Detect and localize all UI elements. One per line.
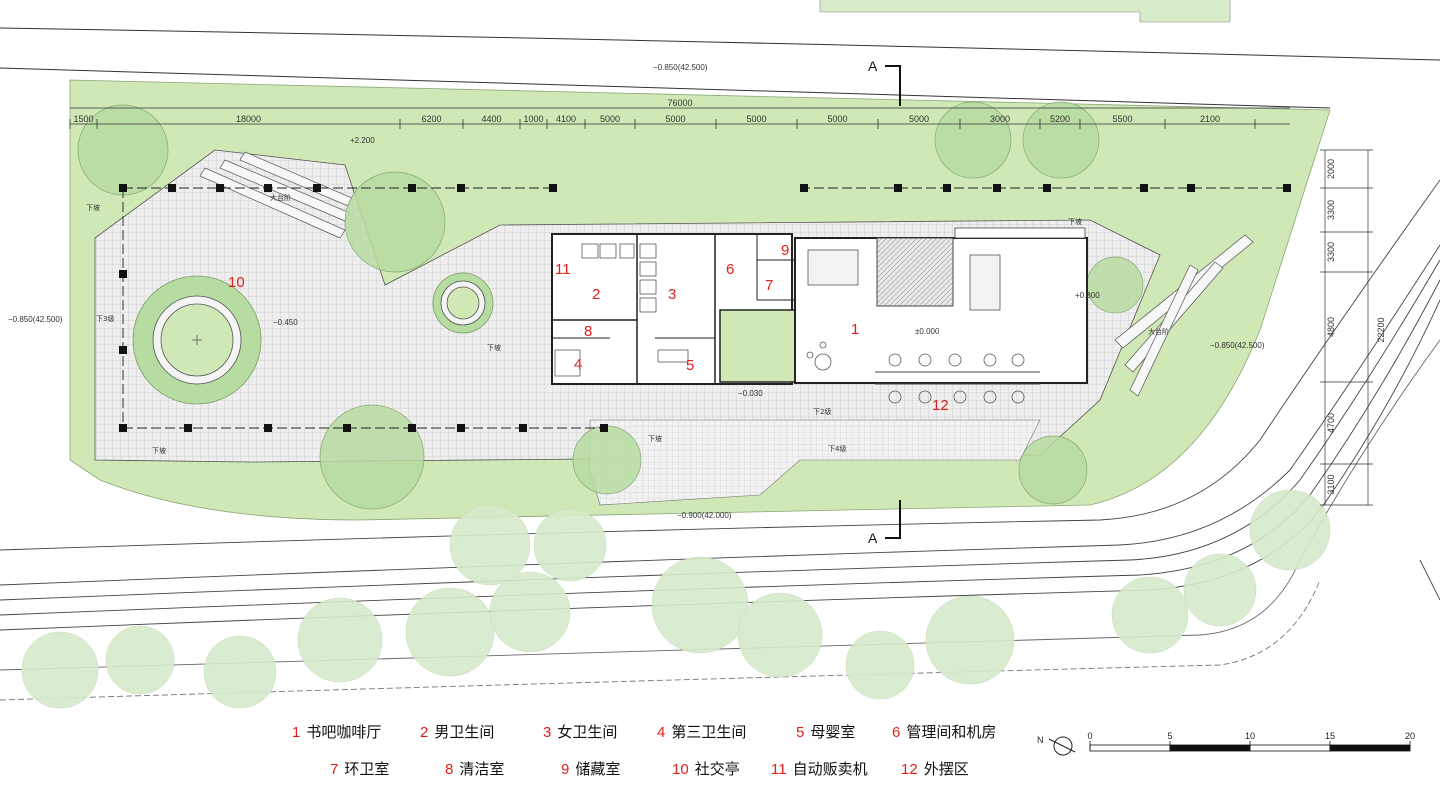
svg-text:N: N (1037, 735, 1044, 745)
dim-segment-label: 1000 (523, 114, 543, 124)
social-pavilion (132, 272, 494, 405)
svg-text:大台阶: 大台阶 (1148, 327, 1169, 336)
scale-bar: 0 5 10 15 20 (1087, 731, 1415, 752)
room-number-4: 4 (574, 356, 582, 373)
north-arrow-icon: N (1037, 735, 1076, 756)
dim-segment-label: 3000 (990, 114, 1010, 124)
dim-segment-label: 4700 (1326, 413, 1336, 433)
dim-segment-label: 18000 (236, 114, 261, 124)
room-number-12: 12 (932, 397, 949, 414)
building (551, 227, 1088, 404)
dim-segment-label: 4100 (556, 114, 576, 124)
section-mark-bottom: A (868, 500, 901, 546)
room-number-1: 1 (851, 321, 859, 338)
svg-text:下坡: 下坡 (86, 203, 100, 212)
svg-text:−0.900(42.000): −0.900(42.000) (677, 511, 732, 520)
svg-text:下坡: 下坡 (648, 434, 662, 443)
riverside-road (0, 179, 1440, 701)
room-number-10: 10 (228, 274, 245, 291)
svg-text:±0.000: ±0.000 (915, 327, 940, 336)
dim-segment-label: 5500 (1112, 114, 1132, 124)
total-width-label: 76000 (667, 98, 692, 108)
svg-text:下坡: 下坡 (487, 343, 501, 352)
dimension-line-top: 76000 1500 18000 6200 4400 1000 4100 5000 5000 5… (69, 98, 1290, 129)
north-road (0, 0, 1440, 109)
svg-text:A: A (868, 530, 878, 546)
slope-notes: 下坡 下3级 下坡 下坡 下坡 下坡 下2级 下4级 大台阶 大台阶 (86, 193, 1169, 455)
svg-text:−0.450: −0.450 (273, 318, 298, 327)
scale-tick-label: 10 (1245, 731, 1255, 741)
scale-tick-label: 0 (1087, 731, 1092, 741)
dim-segment-label: 2100 (1200, 114, 1220, 124)
dim-segment-label: 5000 (746, 114, 766, 124)
scale-tick-label: 5 (1167, 731, 1172, 741)
dim-segment-label: 5000 (827, 114, 847, 124)
dim-segment-label: 5000 (600, 114, 620, 124)
riverside-trees (21, 489, 1331, 709)
room-number-2: 2 (592, 286, 600, 303)
dimension-line-right: 22200 2000 3300 3300 4800 4700 3100 (1320, 149, 1386, 506)
room-number-6: 6 (726, 261, 734, 278)
room-number-8: 8 (584, 323, 592, 340)
scale-tick-label: 15 (1325, 731, 1335, 741)
svg-text:−0.030: −0.030 (738, 389, 763, 398)
section-mark-top: A (868, 58, 901, 106)
level-labels: −0.850(42.500) −0.850(42.500) −0.850(42.… (8, 63, 1265, 520)
dim-segment-label: 5000 (665, 114, 685, 124)
dim-segment-label: 6200 (421, 114, 441, 124)
big-steps-north (199, 151, 353, 239)
svg-text:下坡: 下坡 (1068, 217, 1082, 226)
dim-segment-label: 4800 (1326, 317, 1336, 337)
dim-segment-label: 3100 (1326, 474, 1336, 494)
room-number-11: 11 (555, 261, 571, 278)
big-steps-east (1114, 234, 1254, 397)
svg-text:下4级: 下4级 (828, 444, 846, 453)
svg-text:+2.200: +2.200 (350, 136, 375, 145)
svg-text:大台阶: 大台阶 (270, 193, 291, 202)
room-number-9: 9 (781, 242, 789, 259)
dim-segment-label: 5200 (1050, 114, 1070, 124)
svg-text:−0.850(42.500): −0.850(42.500) (653, 63, 708, 72)
dim-segment-label: 4400 (481, 114, 501, 124)
svg-text:下2级: 下2级 (813, 407, 831, 416)
svg-text:−0.850(42.500): −0.850(42.500) (1210, 341, 1265, 350)
dim-segment-label: 2000 (1326, 159, 1336, 179)
svg-text:+0.800: +0.800 (1075, 291, 1100, 300)
dim-segment-label: 3300 (1326, 242, 1336, 262)
room-number-7: 7 (765, 277, 773, 294)
svg-text:−0.850(42.500): −0.850(42.500) (8, 315, 63, 324)
dim-segment-label: 1500 (73, 114, 93, 124)
dim-segment-label: 5000 (909, 114, 929, 124)
columns (119, 184, 1291, 432)
right-total-label: 22200 (1376, 317, 1386, 342)
dim-segment-label: 3300 (1326, 200, 1336, 220)
room-numbers: 1 2 3 4 5 6 7 8 9 10 11 12 (228, 242, 949, 414)
svg-text:A: A (868, 58, 878, 74)
scale-tick-label: 20 (1405, 731, 1415, 741)
room-number-3: 3 (668, 286, 676, 303)
room-number-5: 5 (686, 357, 694, 374)
svg-text:下坡: 下坡 (152, 446, 166, 455)
svg-text:下3级: 下3级 (96, 314, 114, 323)
